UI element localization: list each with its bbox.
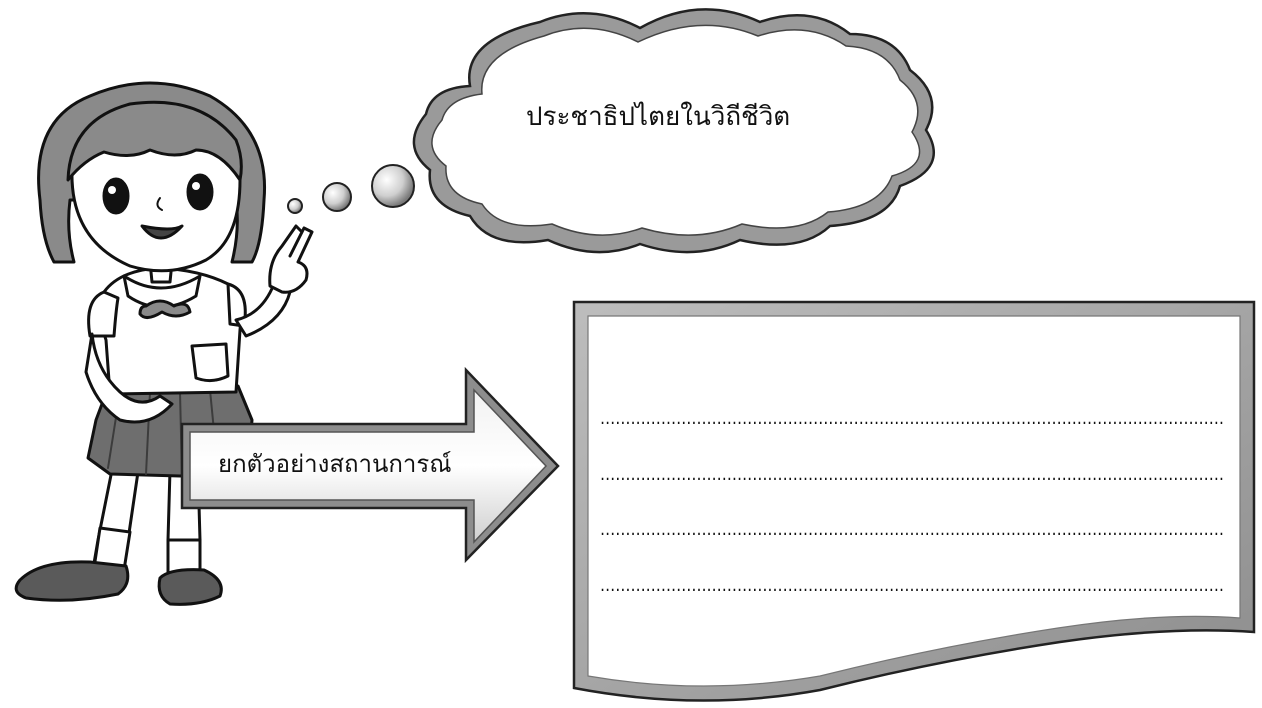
girl-bow (138, 299, 192, 319)
answer-line-1: …………………………………………………………………………………………………………… (600, 408, 1224, 429)
thought-dot-medium (322, 182, 352, 212)
girl-bangs (66, 100, 243, 182)
girl-hand-peace (268, 224, 314, 294)
answer-card: …………………………………………………………………………………………………………… (572, 300, 1256, 702)
girl-left-sleeve (87, 290, 120, 338)
girl-left-eye (102, 177, 130, 215)
girl-left-shoe (14, 560, 130, 602)
answer-line-4: …………………………………………………………………………………………………………… (600, 575, 1224, 596)
thought-dot-small (287, 198, 303, 214)
girl-collar (122, 274, 202, 309)
girl-pocket (190, 342, 230, 383)
girl-right-eye (186, 173, 214, 211)
arrow-label-text: ยกตัวอย่างสถานการณ์ (218, 450, 452, 478)
thought-cloud: ประชาธิปไตยในวิถีชีวิต (412, 8, 935, 254)
thought-dot-large (371, 164, 415, 208)
thought-cloud-text: ประชาธิปไตยในวิถีชีวิต (526, 101, 790, 132)
answer-line-2: …………………………………………………………………………………………………………… (600, 464, 1224, 485)
answer-line-3: …………………………………………………………………………………………………………… (600, 519, 1224, 540)
thought-dots (287, 164, 415, 214)
arrow-label-box: ยกตัวอย่างสถานการณ์ (180, 366, 560, 564)
girl-character (14, 81, 314, 606)
girl-right-shoe (157, 568, 223, 606)
girl-left-arm (84, 332, 174, 424)
girl-mouth (140, 224, 184, 240)
